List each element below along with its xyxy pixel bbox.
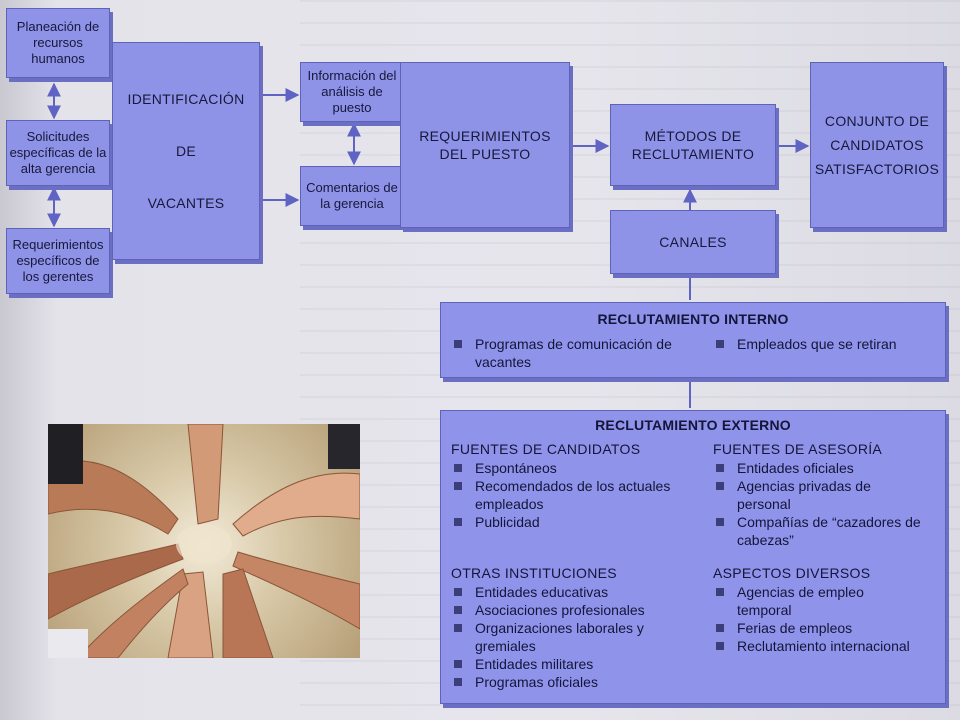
fuentes-candidatos-item: Espontáneos [451,459,701,477]
externo-title: RECLUTAMIENTO EXTERNO [595,417,791,433]
otras-instituciones-title: OTRAS INSTITUCIONES [451,565,617,581]
informacion-label: Información del análisis de puesto [307,68,397,115]
reclutamiento-interno-panel: RECLUTAMIENTO INTERNO Programas de comun… [440,302,946,378]
otras-instituciones-item: Programas oficiales [451,673,706,691]
aspectos-diversos-title: ASPECTOS DIVERSOS [713,565,871,581]
aspectos-diversos-item: Reclutamiento internacional [713,637,943,655]
identificacion-line-3: VACANTES [147,195,225,211]
identificacion-line-2: DE [175,143,197,159]
planeacion-label: Planeación de recursos humanos [16,19,100,66]
interno-col-left: Programas de comunicación de vacantes [451,335,701,371]
fuentes-candidatos-section: FUENTES DE CANDIDATOS Espontáneos Recome… [451,441,701,531]
hands-illustration [48,424,360,658]
otras-instituciones-section: OTRAS INSTITUCIONES Entidades educativas… [451,565,706,691]
fuentes-asesoria-title: FUENTES DE ASESORÍA [713,441,883,457]
aspectos-diversos-section: ASPECTOS DIVERSOS Agencias de empleo tem… [713,565,943,655]
interno-item: Programas de comunicación de vacantes [451,335,701,371]
conjunto-label: CONJUNTO DE CANDIDATOS SATISFACTORIOS [814,113,940,177]
otras-instituciones-item: Organizaciones laborales y gremiales [451,619,685,655]
fuentes-asesoria-section: FUENTES DE ASESORÍA Entidades oficiales … [713,441,943,549]
comentarios-box: Comentarios de la gerencia [300,166,404,226]
aspectos-diversos-item: Agencias de empleo temporal [713,583,907,619]
planeacion-box: Planeación de recursos humanos [6,8,110,78]
requerimientos-puesto-label: REQUERIMIENTOS DEL PUESTO [419,128,551,162]
identificacion-line-1: IDENTIFICACIÓN [127,91,245,107]
hands-photo [48,424,360,658]
metodos-box: MÉTODOS DE RECLUTAMIENTO [610,104,776,186]
fuentes-asesoria-item: Compañías de “cazadores de cabezas” [713,513,937,549]
reclutamiento-externo-panel: RECLUTAMIENTO EXTERNO FUENTES DE CANDIDA… [440,410,946,704]
otras-instituciones-item: Entidades militares [451,655,706,673]
solicitudes-label: Solicitudes específicas de la alta geren… [9,129,107,176]
otras-instituciones-item: Entidades educativas [451,583,706,601]
informacion-box: Información del análisis de puesto [300,62,404,122]
solicitudes-box: Solicitudes específicas de la alta geren… [6,120,110,186]
interno-item: Empleados que se retiran [713,335,943,353]
interno-col-right: Empleados que se retiran [713,335,943,353]
requerimientos-gerentes-label: Requerimientos específicos de los gerent… [12,237,104,284]
conjunto-box: CONJUNTO DE CANDIDATOS SATISFACTORIOS [810,62,944,228]
fuentes-candidatos-item: Publicidad [451,513,701,531]
interno-title: RECLUTAMIENTO INTERNO [597,311,789,327]
canales-box: CANALES [610,210,776,274]
requerimientos-puesto-box: REQUERIMIENTOS DEL PUESTO [400,62,570,228]
metodos-label: MÉTODOS DE RECLUTAMIENTO [631,128,755,162]
comentarios-label: Comentarios de la gerencia [306,180,398,211]
canales-label: CANALES [659,234,727,250]
requerimientos-gerentes-box: Requerimientos específicos de los gerent… [6,228,110,294]
fuentes-candidatos-item: Recomendados de los actuales empleados [451,477,675,513]
identificacion-box: IDENTIFICACIÓN DE VACANTES [112,42,260,260]
fuentes-asesoria-item: Agencias privadas de personal [713,477,887,513]
fuentes-asesoria-item: Entidades oficiales [713,459,943,477]
aspectos-diversos-item: Ferias de empleos [713,619,943,637]
fuentes-candidatos-title: FUENTES DE CANDIDATOS [451,441,641,457]
otras-instituciones-item: Asociaciones profesionales [451,601,706,619]
